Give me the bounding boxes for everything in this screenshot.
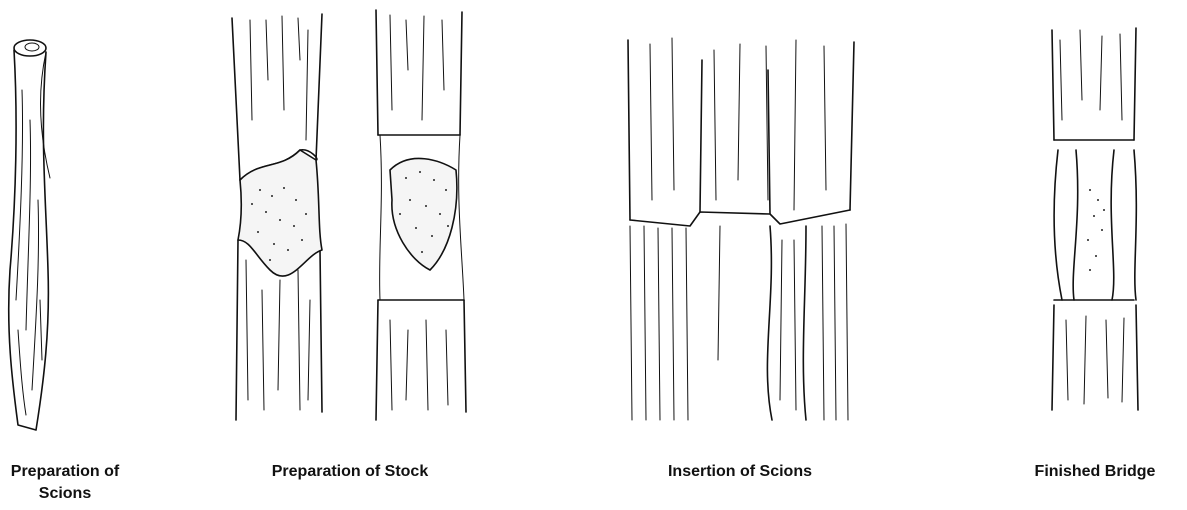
panel-insertion-of-scions: Insertion of Scions — [610, 0, 870, 510]
caption-scions-line2: Scions — [0, 484, 140, 504]
caption-stock: Preparation of Stock — [210, 462, 490, 482]
panel-preparation-of-stock: Preparation of Stock — [210, 0, 490, 510]
scion-illustration — [0, 0, 140, 440]
caption-bridge: Finished Bridge — [1010, 462, 1180, 482]
panel-finished-bridge: Finished Bridge — [1010, 0, 1187, 510]
caption-scions-line1: Preparation of — [0, 462, 140, 482]
panel-preparation-of-scions: Preparation of Scions — [0, 0, 140, 510]
bridge-wound-stipple — [1087, 189, 1105, 271]
stock-illustration — [210, 0, 490, 440]
insertion-illustration — [610, 0, 870, 440]
caption-insertion: Insertion of Scions — [610, 462, 870, 482]
bridge-illustration — [1010, 0, 1187, 440]
